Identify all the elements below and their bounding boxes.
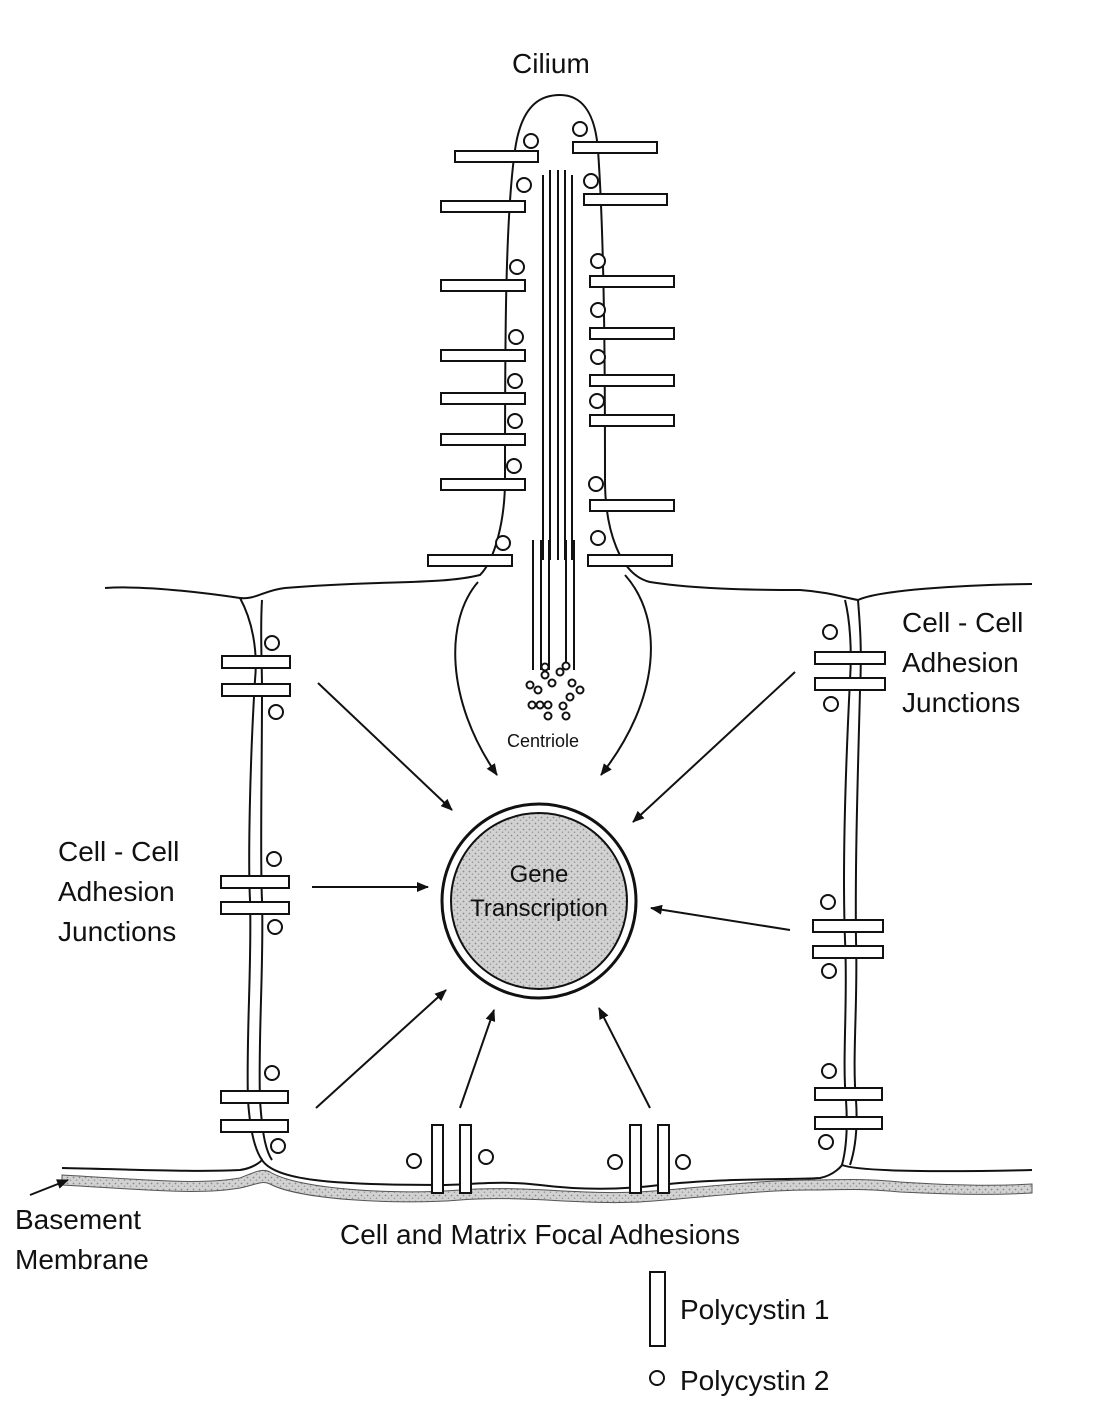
basement-label: Basement Membrane	[15, 1200, 149, 1280]
legend-pc1-glyph	[649, 1271, 666, 1347]
cilium-pc1-right	[572, 141, 675, 567]
right-junctions	[812, 624, 886, 1150]
cilium-label: Cilium	[512, 48, 590, 79]
nucleus-label: Gene Transcription	[454, 858, 624, 926]
legend-pc2-glyph	[649, 1370, 665, 1386]
centriole-glyph	[525, 661, 585, 721]
cilium-signal-arrow-right	[600, 574, 652, 776]
junction-right-line2: Adhesion	[902, 647, 1019, 678]
junctions-label-right: Cell - Cell Adhesion Junctions	[902, 603, 1023, 723]
basement-line1: Basement	[15, 1204, 142, 1235]
cilium-pc1-left	[427, 150, 539, 567]
apical-membrane	[104, 93, 1033, 602]
centriole-label: Centriole	[507, 731, 580, 751]
axoneme	[532, 170, 575, 670]
gene-text: Gene	[509, 861, 569, 888]
transcription-text: Transcription	[470, 895, 608, 922]
left-junctions	[220, 635, 291, 1154]
basement-pointer	[29, 1179, 69, 1196]
junction-left-line1: Cell - Cell	[58, 836, 180, 867]
junction-right-line1: Cell - Cell	[902, 607, 1024, 638]
focal-adhesions	[406, 1124, 691, 1194]
junction-left-line2: Adhesion	[58, 876, 175, 907]
basement-line2: Membrane	[15, 1244, 149, 1275]
legend-polycystin1: Polycystin 1	[680, 1294, 830, 1325]
cilium-signal-arrow-left	[454, 581, 498, 776]
junctions-label-left: Cell - Cell Adhesion Junctions	[58, 832, 179, 952]
cilium-pc2	[495, 121, 606, 551]
nucleus	[450, 812, 628, 990]
basal-membrane	[61, 1158, 1033, 1190]
focal-adhesions-label: Cell and Matrix Focal Adhesions	[340, 1219, 740, 1250]
signal-arrows	[312, 671, 796, 1109]
basement-membrane	[61, 1169, 1033, 1204]
legend-polycystin2: Polycystin 2	[680, 1365, 830, 1396]
junction-right-line3: Junctions	[902, 687, 1021, 718]
junction-left-line3: Junctions	[58, 916, 177, 947]
